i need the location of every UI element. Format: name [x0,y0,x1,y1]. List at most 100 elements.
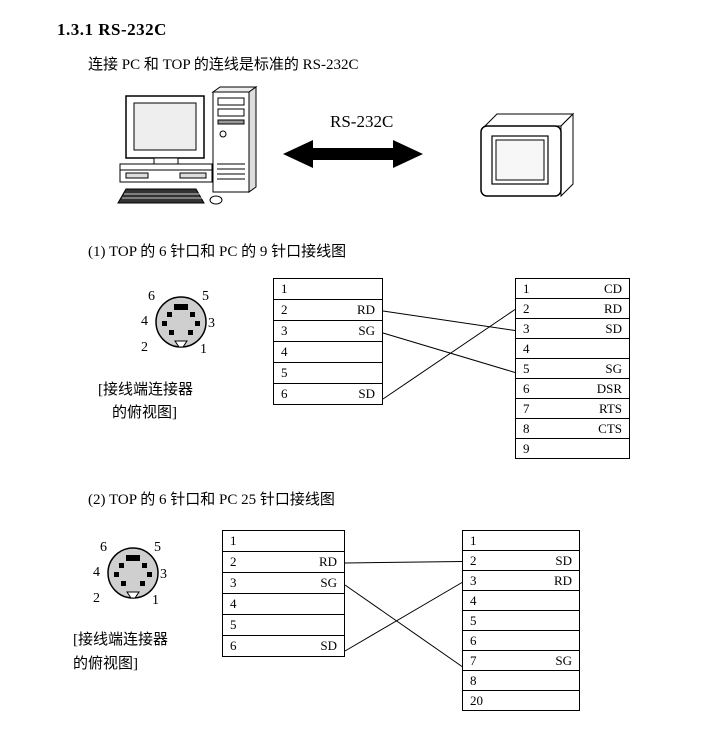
signal-label: CD [603,280,622,296]
table-row: 20 [462,690,580,711]
pin-number: 7 [470,652,477,668]
connector-pin-number: 6 [148,289,155,304]
signal-label: SD [605,320,622,336]
table-row: 5 [462,610,580,631]
signal-label: RD [553,572,572,588]
connector-pin-number: 4 [93,565,100,580]
wire-line [344,584,463,667]
signal-label: SG [358,323,375,338]
signal-label: SG [555,652,572,668]
top-connector-table: 1 2 RD 3 SG 4 5 6 SD [273,278,383,405]
pin-number: 2 [281,302,288,317]
table-row: 7 SG [462,650,580,671]
pin-number: 2 [523,300,530,316]
connector-pin-number: 6 [100,540,107,555]
table-row: 8 CTS [515,418,630,439]
table-row: 4 [462,590,580,611]
pin-number: 8 [470,672,477,688]
pin-number: 2 [470,552,477,568]
pin-number: 3 [281,323,288,338]
pin-number: 1 [470,532,477,548]
wire-line [344,582,463,652]
table-row: 5 [222,614,345,636]
pin-number: 6 [281,386,288,401]
table-row: 8 [462,670,580,691]
table-row: 3 RD [462,570,580,591]
pin-number: 4 [523,340,530,356]
table-row: 6 SD [222,635,345,657]
pin-number: 5 [470,612,477,628]
table-row: 3 SD [515,318,630,339]
table-row: 4 [222,593,345,615]
pin-number: 6 [230,638,237,653]
connector-pin-number: 2 [141,340,148,355]
table-row: 3 SG [273,320,383,342]
pin-number: 3 [523,320,530,336]
section-heading: 1.3.1 RS-232C [57,20,167,39]
rs232c-arrow-label: RS-232C [330,112,394,131]
mini-din-connector-diagram [155,296,207,348]
table-row: 1 [462,530,580,551]
table-row: 2 SD [462,550,580,571]
connector-pin-number: 5 [154,540,161,555]
table-row: 6 DSR [515,378,630,399]
connector-pin-number: 1 [152,593,159,608]
pin-number: 4 [470,592,477,608]
connector-pin-number: 2 [93,591,100,606]
connector-pin-number: 1 [200,342,207,357]
table-row: 1 [273,278,383,300]
table-row: 4 [515,338,630,359]
table-row: 9 [515,438,630,459]
table-row: 2 RD [515,298,630,319]
table-row: 6 SD [273,383,383,405]
pin-number: 7 [523,400,530,416]
pc-computer-illustration [117,86,258,205]
connector-pin-number: 5 [202,289,209,304]
signal-label: RD [603,300,622,316]
wire-line [382,309,516,400]
pin-number: 6 [470,632,477,648]
signal-label: SD [358,386,375,401]
pin-number: 3 [230,575,237,590]
pin-number: 6 [523,380,530,396]
pin-number: 2 [230,554,237,569]
signal-label: SG [320,575,337,590]
signal-label: RD [356,302,375,317]
table-row: 2 RD [222,551,345,573]
signal-label: DSR [596,380,622,396]
top-device-illustration [480,112,575,198]
pin-number: 4 [230,596,237,611]
pin-number: 3 [470,572,477,588]
table-row: 1 [222,530,345,552]
signal-label: SG [605,360,622,376]
section2-title: (2) TOP 的 6 针口和 PC 25 针口接线图 [88,492,335,508]
wire-line [382,332,516,373]
table-row: 3 SG [222,572,345,594]
signal-label: SD [555,552,572,568]
connector-caption-line1: [接线端连接器 [98,382,193,398]
connector-caption-line1: [接线端连接器 [73,632,168,648]
connector-caption-line2: 的俯视图] [112,405,177,421]
table-row: 5 [273,362,383,384]
top-connector-table: 1 2 RD 3 SG 4 5 6 SD [222,530,345,657]
signal-label: CTS [598,420,622,436]
intro-text: 连接 PC 和 TOP 的连线是标准的 RS-232C [88,57,359,73]
connector-caption-line2: 的俯视图] [73,656,138,672]
wire-line [344,561,463,564]
signal-label: SD [320,638,337,653]
connector-pin-number: 3 [208,316,215,331]
table-row: 5 SG [515,358,630,379]
pin-number: 5 [230,617,237,632]
pin-number: 5 [523,360,530,376]
pin-number: 8 [523,420,530,436]
pin-number: 1 [230,533,237,548]
pin-number: 20 [470,692,483,708]
pin-number: 4 [281,344,288,359]
section1-title: (1) TOP 的 6 针口和 PC 的 9 针口接线图 [88,244,347,260]
table-row: 2 RD [273,299,383,321]
signal-label: RD [318,554,337,569]
